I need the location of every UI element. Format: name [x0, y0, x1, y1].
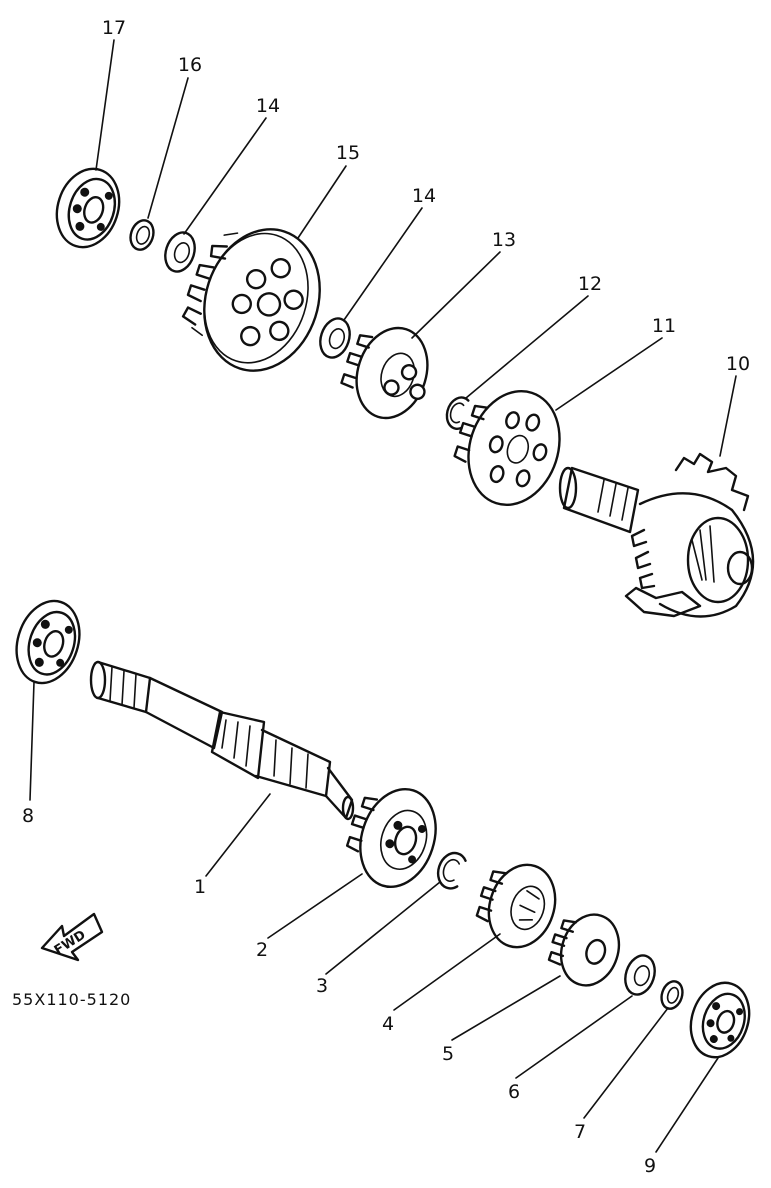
part-14-washer-upper [164, 231, 196, 273]
callout-11: 11 [652, 315, 676, 337]
callout-4: 4 [382, 1013, 394, 1035]
callout-6: 6 [508, 1081, 520, 1103]
callout-8: 8 [22, 805, 34, 827]
callout-1: 1 [194, 876, 206, 898]
part-6-washer [624, 954, 656, 996]
part-8-bearing [15, 599, 81, 685]
callout-5: 5 [442, 1043, 454, 1065]
part-17-bearing [55, 167, 121, 249]
part-16-circlip [129, 219, 155, 251]
part-10-output-shaft [558, 452, 755, 618]
part-1-main-shaft [89, 660, 355, 821]
callout-16: 16 [178, 54, 202, 76]
callout-7: 7 [574, 1121, 586, 1143]
callout-17: 17 [102, 17, 126, 39]
callout-14-upper: 14 [256, 95, 280, 117]
part-12-circlip [445, 396, 470, 430]
fwd-arrow: FWD [40, 912, 104, 962]
part-5-gear [547, 913, 621, 987]
callout-15: 15 [336, 142, 360, 164]
part-9-bearing [689, 981, 751, 1059]
part-15-gear [181, 228, 321, 372]
part-7-circlip [660, 980, 684, 1010]
callout-12: 12 [578, 273, 602, 295]
part-2-gear [345, 787, 437, 889]
callout-14-lower: 14 [412, 185, 436, 207]
callout-2: 2 [256, 939, 268, 961]
leader-lines [29, 39, 737, 1153]
callout-3: 3 [316, 975, 328, 997]
part-3-circlip [436, 851, 467, 890]
part-14-washer-lower [319, 317, 351, 359]
part-11-gear [453, 389, 561, 507]
callout-13: 13 [492, 229, 516, 251]
part-13-dog-gear [340, 326, 429, 420]
callout-9: 9 [644, 1155, 656, 1177]
callout-10: 10 [726, 353, 750, 375]
diagram-code: 55X110-5120 [12, 990, 131, 1009]
part-4-gear [475, 863, 557, 949]
